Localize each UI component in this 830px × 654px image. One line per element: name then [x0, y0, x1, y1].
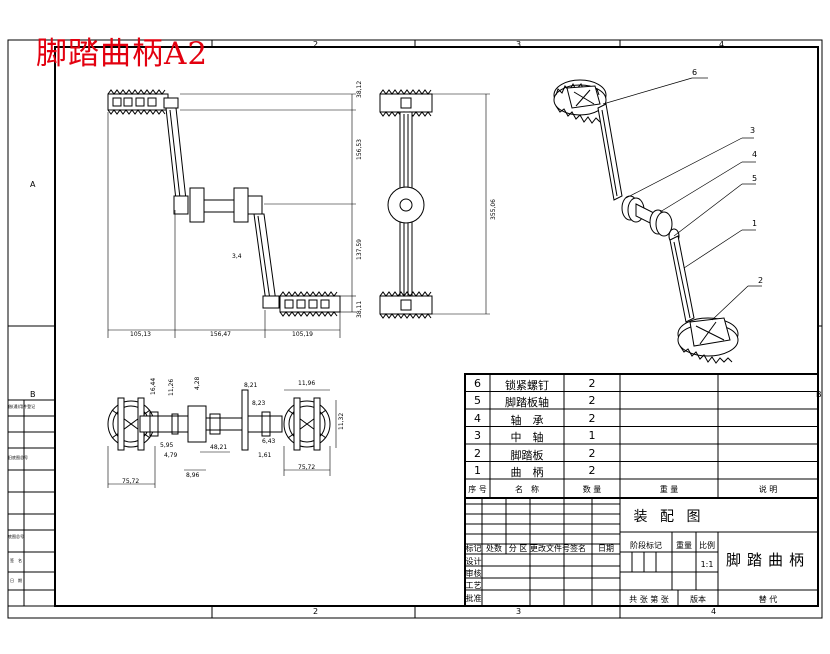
bom-no: 1 [474, 464, 481, 477]
bom-no: 4 [474, 412, 481, 425]
title-block [464, 497, 819, 607]
dim-top-view: 6,43 [262, 438, 276, 445]
bom-name: 锁紧螺钉 [505, 379, 549, 392]
bom-no: 5 [474, 394, 481, 407]
dim-top-view: 75,72 [122, 478, 140, 485]
weight-label: 重量 [676, 541, 692, 550]
version-label: 版本 [690, 595, 706, 604]
date-label: 日期 [598, 544, 614, 553]
bom-qty: 2 [588, 394, 596, 407]
callout-number: 6 [692, 68, 698, 77]
side-strip [7, 399, 56, 607]
dim-top-view: 4,28 [194, 376, 201, 390]
drawing-type: 装 配 图 [633, 509, 705, 525]
bom-name: 轴 承 [510, 414, 544, 427]
dim-front-right: 156,53 [356, 139, 363, 160]
zone-top-3: 3 [516, 40, 522, 49]
sheets-label: 共 张 第 张 [629, 595, 669, 604]
dim-top-view: 16,44 [150, 377, 157, 395]
dim-front-right: 38,11 [356, 300, 363, 318]
approve-label: 批准 [465, 594, 482, 603]
bom-header-name: 名 称 [515, 485, 539, 494]
dim-top-view: 75,72 [298, 464, 316, 471]
zone-left-b: B [30, 390, 36, 399]
zone-bottom-4: 4 [711, 607, 717, 616]
bom-qty: 2 [588, 447, 596, 460]
zone-bottom-3: 3 [516, 607, 522, 616]
bom-header-qty: 数 量 [582, 485, 602, 494]
bom-qty: 2 [588, 464, 596, 477]
dim-front-bottom: 156,47 [210, 331, 231, 338]
callout-number: 2 [758, 276, 764, 285]
bom-name: 中 轴 [510, 431, 544, 444]
process-label: 工艺 [465, 581, 482, 590]
side-strip-label: 日 期 [10, 578, 22, 583]
bom-header-no: 序 号 [468, 485, 487, 494]
zone-right-b: B [816, 390, 822, 399]
dim-front-right: 137,59 [356, 239, 363, 260]
bom-name: 脚踏板 [510, 449, 544, 462]
callout-number: 3 [750, 126, 756, 135]
callout-number: 1 [752, 219, 758, 228]
bom-qty: 2 [588, 377, 596, 390]
product-name: 脚踏曲柄 [725, 551, 810, 569]
callout-number: 4 [752, 150, 758, 159]
dim-front-right: 38,12 [356, 80, 363, 98]
bom-qty: 2 [588, 412, 596, 425]
side-strip-label: 借(通)用件登记 [8, 404, 36, 409]
zone-top-2: 2 [313, 40, 319, 49]
dim-side-total: 355,06 [490, 199, 497, 220]
scale-label: 比例 [699, 541, 715, 550]
callout-number: 5 [752, 174, 758, 183]
dim-top-view: 1,61 [258, 452, 272, 459]
mark-label: 标记 [465, 544, 482, 553]
bom-name: 脚踏板轴 [505, 396, 549, 409]
check-label: 审核 [465, 569, 482, 578]
zone-label: 分 区 [508, 544, 528, 553]
dim-top-view: 5,95 [160, 442, 174, 449]
dim-top-view: 11,32 [338, 412, 345, 430]
isometric-view [553, 77, 762, 364]
bom-no: 6 [474, 377, 481, 390]
side-view [379, 89, 490, 319]
dim-front-angle: 3,4 [232, 253, 242, 260]
dim-top-view: 8,96 [186, 472, 200, 479]
zone-top-4: 4 [719, 40, 725, 49]
replace-label: 替 代 [758, 595, 778, 604]
bom-header-material: 重 量 [659, 485, 679, 494]
dim-front-bottom: 105,13 [130, 331, 151, 338]
dim-top-view: 11,26 [168, 378, 175, 396]
zone-left-a: A [30, 180, 36, 189]
dim-top-view: 48,21 [210, 444, 228, 451]
bom-qty: 1 [588, 429, 596, 442]
dim-top-view: 8,21 [244, 382, 258, 389]
zone-bottom-2: 2 [313, 607, 319, 616]
scale-value: 1:1 [700, 560, 714, 569]
bom-no: 2 [474, 447, 481, 460]
count-label: 处数 [486, 544, 502, 553]
design-label: 设计 [465, 557, 482, 566]
top-view [107, 389, 337, 488]
bom-header-note: 说 明 [758, 485, 778, 494]
bom-no: 3 [474, 429, 481, 442]
side-strip-label: 签 名 [10, 558, 22, 563]
side-strip-label: 底图总号 [8, 534, 24, 539]
change-label: 更改文件号 [530, 544, 570, 553]
side-strip-label: 旧底图总号 [8, 455, 28, 460]
front-view [107, 89, 356, 338]
bom-name: 曲 柄 [510, 466, 544, 479]
sign-label: 签名 [570, 544, 586, 553]
dim-top-view: 11,96 [298, 380, 316, 387]
dim-top-view: 8,23 [252, 400, 266, 407]
dim-top-view: 4,79 [164, 452, 178, 459]
title-stamp: 脚踏曲柄A2 [36, 36, 209, 72]
stage-label: 阶段标记 [630, 541, 662, 550]
dim-front-bottom: 105,19 [292, 331, 313, 338]
